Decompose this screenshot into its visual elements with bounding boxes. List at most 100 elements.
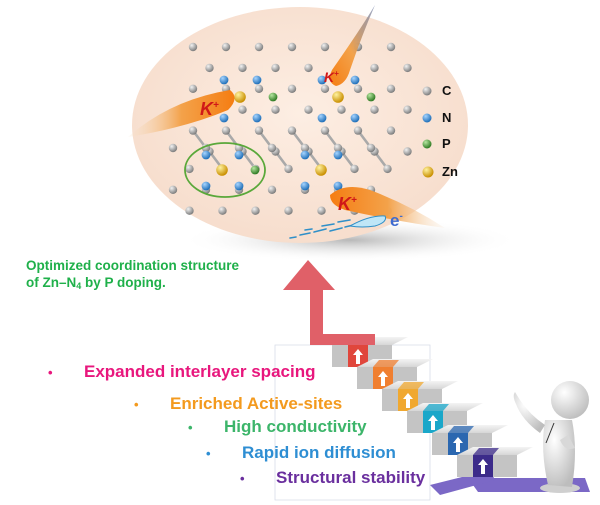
legend-ball-c (422, 86, 432, 96)
nitrogen-atom (300, 150, 310, 160)
nitrogen-atom (333, 181, 343, 191)
carbon-atom (403, 105, 412, 114)
bullet-dot: • (206, 446, 211, 461)
carbon-atom (287, 84, 297, 94)
carbon-atom (221, 42, 231, 52)
carbon-atom (353, 84, 363, 94)
benefit-enriched-active-sites: •Enriched Active-sites (134, 394, 343, 413)
carbon-atom (218, 206, 227, 215)
carbon-atom (370, 63, 379, 73)
carbon-atom (188, 84, 198, 94)
presenter-figure (513, 381, 589, 493)
carbon-atom (386, 126, 396, 135)
legend-ball-zn (422, 166, 434, 178)
carbon-atom (271, 105, 280, 114)
benefit-high-conductivity: •High conductivity (188, 417, 367, 436)
up-arrow-icon (378, 371, 388, 386)
phosphorus-atom (268, 92, 278, 102)
bullet-dot: • (240, 471, 245, 486)
potassium-label-right: K+ (338, 194, 357, 214)
background-oval (132, 7, 468, 243)
up-arrow-icon (428, 415, 438, 430)
legend-label-n: N (442, 110, 452, 125)
carbon-atom (353, 126, 363, 135)
nitrogen-atom (234, 150, 244, 160)
nitrogen-atom (219, 113, 229, 123)
benefit-rapid-ion-diffusion: •Rapid ion diffusion (206, 443, 396, 462)
zn-n4-highlight-ring (184, 142, 266, 198)
carbon-atom (188, 42, 198, 52)
carbon-atom (317, 206, 326, 215)
coordination-caption: Optimized coordination structure of Zn–N… (26, 257, 239, 295)
carbon-atom (287, 42, 297, 52)
carbon-atom (304, 105, 313, 114)
carbon-atom (251, 206, 260, 215)
carbon-atom (403, 63, 412, 73)
carbon-atom (300, 143, 310, 153)
carbon-atom (185, 164, 194, 174)
zinc-atom (315, 164, 327, 176)
nitrogen-atom (201, 181, 211, 191)
phosphorus-atom (250, 165, 260, 175)
benefit-expanded-interlayer-spacing: •Expanded interlayer spacing (48, 362, 316, 381)
bullet-dot: • (48, 365, 53, 380)
phosphorus-atom (366, 92, 376, 102)
nitrogen-atom (252, 113, 262, 123)
carbon-atom (284, 164, 293, 174)
caption-line-2: of Zn–N4 by P doping. (26, 275, 166, 291)
electron-trail (289, 215, 386, 239)
carbon-atom (267, 143, 277, 153)
nitrogen-atom (300, 181, 310, 191)
carbon-atom (205, 63, 214, 73)
carbon-atom (320, 42, 330, 52)
carbon-atom (386, 42, 396, 52)
carbon-atom (370, 105, 379, 114)
carbon-atom (188, 126, 198, 135)
stair-step (457, 447, 533, 477)
zinc-atom (234, 91, 246, 103)
potassium-label-top: K+ (324, 69, 339, 85)
atom-legend (422, 86, 434, 178)
carbon-atom (287, 126, 297, 135)
carbon-atom (333, 143, 343, 153)
carbon-atom (403, 147, 412, 156)
up-arrow-icon (478, 459, 488, 474)
nitrogen-atom (317, 113, 327, 123)
benefit-structural-stability: •Structural stability (240, 468, 426, 487)
bullet-dot: • (188, 420, 193, 435)
up-arrow-icon (403, 393, 413, 408)
carbon-atom (254, 84, 264, 94)
nitrogen-atom (350, 75, 360, 85)
progress-arrow (283, 260, 375, 345)
caption-line-1: Optimized coordination structure (26, 258, 240, 273)
carbon-atom (238, 105, 247, 114)
legend-ball-n (422, 113, 432, 123)
nitrogen-atom (234, 181, 244, 191)
carbon-atom (254, 42, 264, 52)
potassium-ion-comet-left: K+ (128, 90, 235, 137)
nitrogen-atom (201, 150, 211, 160)
zinc-atom (216, 164, 228, 176)
carbon-atom (238, 63, 247, 73)
legend-label-zn: Zn (442, 164, 458, 179)
potassium-label-left: K+ (200, 99, 219, 119)
up-arrow-icon (453, 437, 463, 452)
nitrogen-atom (333, 150, 343, 160)
potassium-ion-comet-right: K+ (330, 186, 445, 228)
bullet-dot: • (134, 397, 139, 412)
carbon-atom (168, 185, 178, 194)
carbon-atom (254, 126, 264, 135)
carbon-atom (320, 84, 330, 94)
carbon-atom (320, 126, 330, 135)
staircase (332, 337, 533, 477)
potassium-ion-comet-top: K+ (324, 5, 375, 86)
carbon-atom (304, 63, 313, 73)
nitrogen-atom (317, 75, 327, 85)
legend-ball-p (422, 139, 432, 149)
carbon-atom (337, 105, 346, 114)
electron-label: e- (390, 211, 403, 230)
carbon-atom (168, 143, 178, 153)
carbon-atom (267, 185, 277, 194)
carbon-atom (383, 164, 392, 174)
